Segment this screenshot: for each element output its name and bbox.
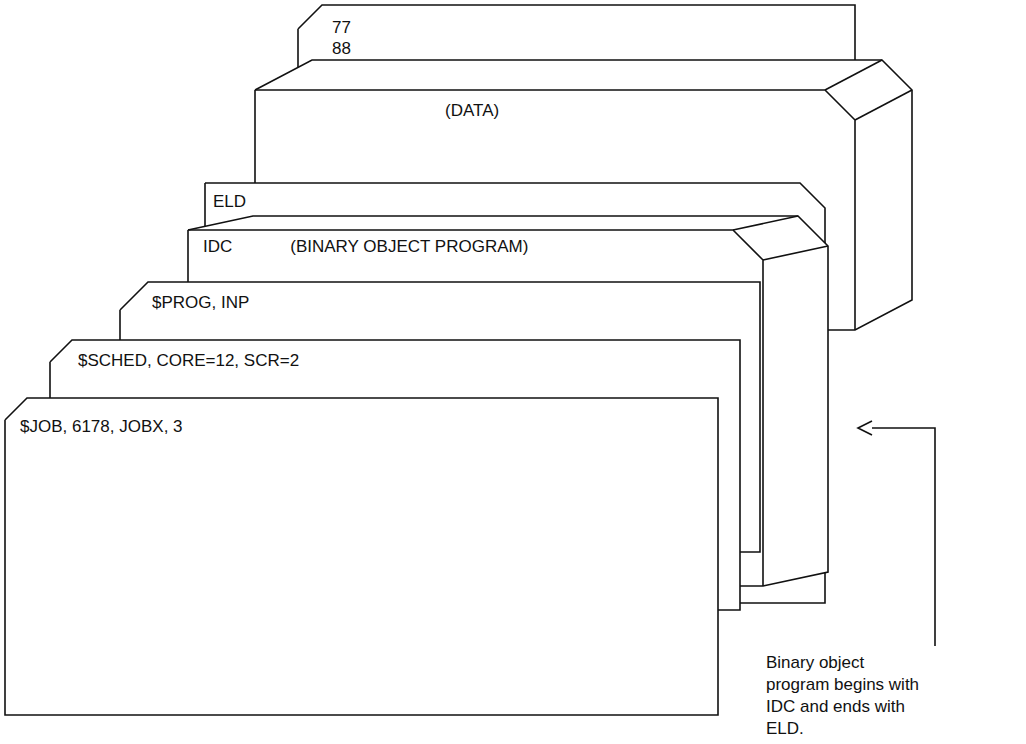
leader-line bbox=[872, 428, 935, 646]
card-outline bbox=[5, 398, 718, 715]
card-text: $JOB, 6178, JOBX, 3 bbox=[20, 416, 183, 437]
control-card: $JOB, 6178, JOBX, 3 bbox=[5, 398, 718, 715]
card-fill bbox=[5, 398, 718, 715]
card-text: ELD bbox=[213, 191, 246, 212]
callout-note: Binary object program begins with IDC an… bbox=[766, 652, 926, 740]
card-edge bbox=[855, 90, 912, 120]
card-text: $PROG, INP bbox=[152, 292, 249, 313]
card-text: (DATA) bbox=[445, 100, 499, 121]
card-edge bbox=[733, 216, 798, 230]
card-text: IDC bbox=[203, 236, 232, 257]
card-text: 77 88 bbox=[332, 17, 369, 59]
card-edge bbox=[5, 398, 718, 715]
card-edge bbox=[825, 60, 882, 90]
card-text: $SCHED, CORE=12, SCR=2 bbox=[78, 350, 299, 371]
card-text: (BINARY OBJECT PROGRAM) bbox=[290, 236, 528, 257]
arrow-head bbox=[858, 421, 872, 435]
card-edge bbox=[763, 246, 828, 260]
